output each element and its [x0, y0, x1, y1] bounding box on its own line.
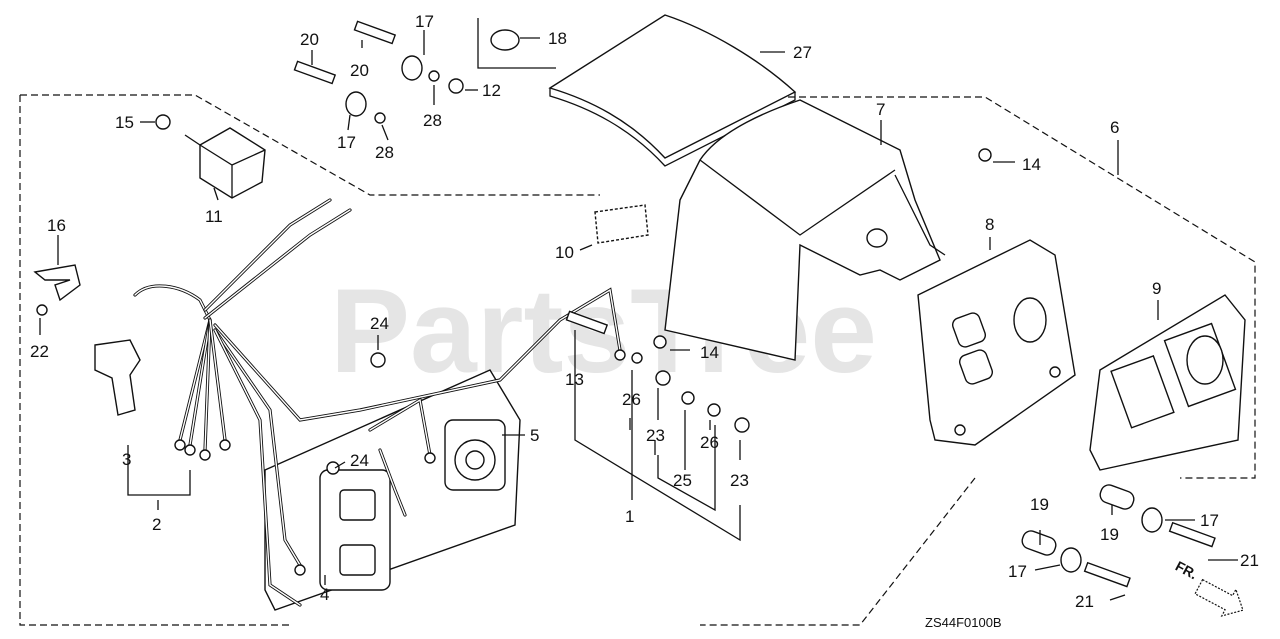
callout-23a: 23 [646, 426, 665, 445]
panel-slot-1 [951, 312, 987, 348]
callout-14a: 14 [1022, 155, 1041, 174]
callout-17c: 17 [1200, 511, 1219, 530]
diagram-code: ZS44F0100B [925, 615, 1002, 630]
assembly-boundary-left [19, 94, 600, 626]
callout-1: 1 [625, 507, 634, 526]
control-box-cover [664, 99, 941, 361]
hardware-grommets [326, 29, 1163, 573]
callout-17d: 17 [1008, 562, 1027, 581]
callout-10: 10 [555, 243, 574, 262]
callout-12: 12 [482, 81, 501, 100]
callout-24b: 24 [350, 451, 369, 470]
callout-2: 2 [152, 515, 161, 534]
callout-20b: 20 [350, 61, 369, 80]
callout-21b: 21 [1075, 592, 1094, 611]
callout-3: 3 [122, 450, 131, 469]
callout-24a: 24 [370, 314, 389, 333]
callout-28b: 28 [375, 143, 394, 162]
callout-23b: 23 [730, 471, 749, 490]
callout-13: 13 [565, 370, 584, 389]
label-sticker [594, 204, 649, 244]
callout-19b: 19 [1100, 525, 1119, 544]
panel-slot-2 [958, 349, 994, 385]
callout-4: 4 [320, 585, 329, 604]
callout-16: 16 [47, 216, 66, 235]
hardware-bolts [293, 20, 1216, 588]
callout-17b: 17 [337, 133, 356, 152]
callout-8: 8 [985, 215, 994, 234]
callout-5: 5 [530, 426, 539, 445]
callout-6: 6 [1110, 118, 1119, 137]
callout-27: 27 [793, 43, 812, 62]
assembly-boundary-right [700, 96, 1256, 626]
front-direction-arrow: FR. [1173, 558, 1244, 617]
callout-25: 25 [673, 471, 692, 490]
connector-boot [94, 339, 141, 416]
callout-19a: 19 [1030, 495, 1049, 514]
callouts: 1 2 3 4 5 6 7 8 9 10 11 12 13 14 14 15 1… [30, 12, 1259, 611]
flange-nut [155, 114, 171, 130]
relay [199, 127, 266, 199]
part18-bracket [477, 18, 556, 69]
callout-7: 7 [876, 100, 885, 119]
callout-21a: 21 [1240, 551, 1259, 570]
callout-26b: 26 [700, 433, 719, 452]
tapping-screw [36, 304, 48, 316]
wire-clamp [33, 264, 81, 302]
cover-hole [866, 228, 888, 248]
cover-plate [548, 14, 797, 159]
callout-18: 18 [548, 29, 567, 48]
callout-28a: 28 [423, 111, 442, 130]
callout-14b: 14 [700, 343, 719, 362]
callout-9: 9 [1152, 279, 1161, 298]
callout-15: 15 [115, 113, 134, 132]
callout-17a: 17 [415, 12, 434, 31]
control-panel [917, 239, 1076, 446]
panel-hole [1013, 297, 1047, 343]
direction-label: FR. [1173, 558, 1200, 583]
callout-20a: 20 [300, 30, 319, 49]
leader-lines [39, 30, 1238, 601]
wire-harness [133, 198, 626, 607]
callout-26a: 26 [622, 390, 641, 409]
callout-22: 22 [30, 342, 49, 361]
callout-11: 11 [205, 207, 223, 226]
